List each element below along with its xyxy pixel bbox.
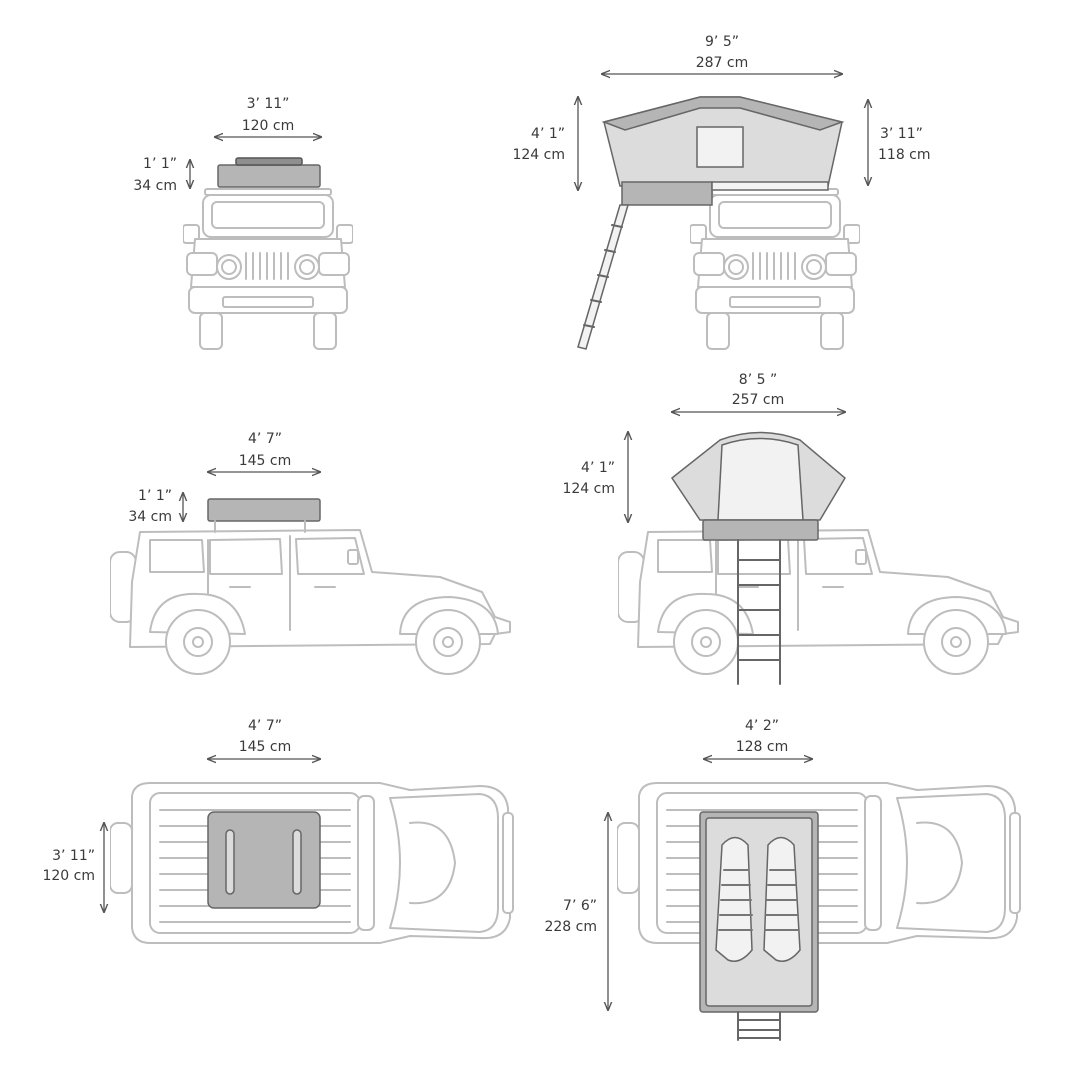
top-view-closed: 4’ 7” 145 cm 3’ 11” 120 cm (42, 718, 513, 943)
tent-window (696, 126, 744, 168)
height-imperial: 1’ 1” (143, 156, 177, 172)
height-imperial: 1’ 1” (138, 488, 172, 504)
length-imperial: 4’ 7” (248, 431, 282, 447)
height-metric: 34 cm (128, 509, 172, 525)
tent-box-handle (235, 157, 303, 166)
height-imperial: 4’ 1” (581, 460, 615, 476)
length-metric: 228 cm (544, 919, 597, 935)
width-metric: 128 cm (736, 739, 789, 755)
width-imperial: 3’ 11” (247, 96, 290, 112)
closed-tent-box (207, 811, 321, 909)
height-imperial: 3’ 11” (880, 126, 923, 142)
width-imperial: 3’ 11” (52, 848, 95, 864)
length-metric: 145 cm (239, 739, 292, 755)
tent-base (702, 519, 819, 541)
front-view-closed: 3’ 11” 120 cm 1’ 1” 34 cm (133, 96, 353, 349)
closed-tent-box (207, 498, 321, 522)
total-height-imperial: 4’ 1” (531, 126, 565, 142)
tent-base (621, 181, 713, 206)
sleeping-bag (715, 836, 753, 962)
width-metric: 287 cm (696, 55, 749, 71)
height-metric: 118 cm (878, 147, 931, 163)
ladder (737, 539, 781, 685)
length-imperial: 7’ 6” (563, 898, 597, 914)
total-height-metric: 124 cm (512, 147, 565, 163)
side-view-open: 8’ 5 ” 257 cm 4’ 1” 124 cm (562, 372, 1018, 685)
height-metric: 34 cm (133, 178, 177, 194)
tent-door (717, 437, 804, 521)
closed-tent-box (217, 164, 321, 188)
width-imperial: 4’ 2” (745, 718, 779, 734)
length-imperial: 4’ 7” (248, 718, 282, 734)
width-imperial: 9’ 5” (705, 34, 739, 50)
width-metric: 120 cm (242, 118, 295, 134)
height-metric: 124 cm (562, 481, 615, 497)
length-imperial: 8’ 5 ” (739, 372, 777, 388)
top-view-open: 4’ 2” 128 cm 7’ 6” 228 cm (544, 718, 1020, 1041)
length-metric: 145 cm (239, 453, 292, 469)
front-view-open: 9’ 5” 287 cm 4’ 1” 124 cm 3’ 11” 118 cm (512, 34, 931, 349)
ladder (737, 1011, 781, 1041)
length-metric: 257 cm (732, 392, 785, 408)
side-view-closed: 4’ 7” 145 cm 1’ 1” 34 cm (110, 431, 510, 674)
width-metric: 120 cm (42, 868, 95, 884)
sleeping-bag (763, 836, 801, 962)
